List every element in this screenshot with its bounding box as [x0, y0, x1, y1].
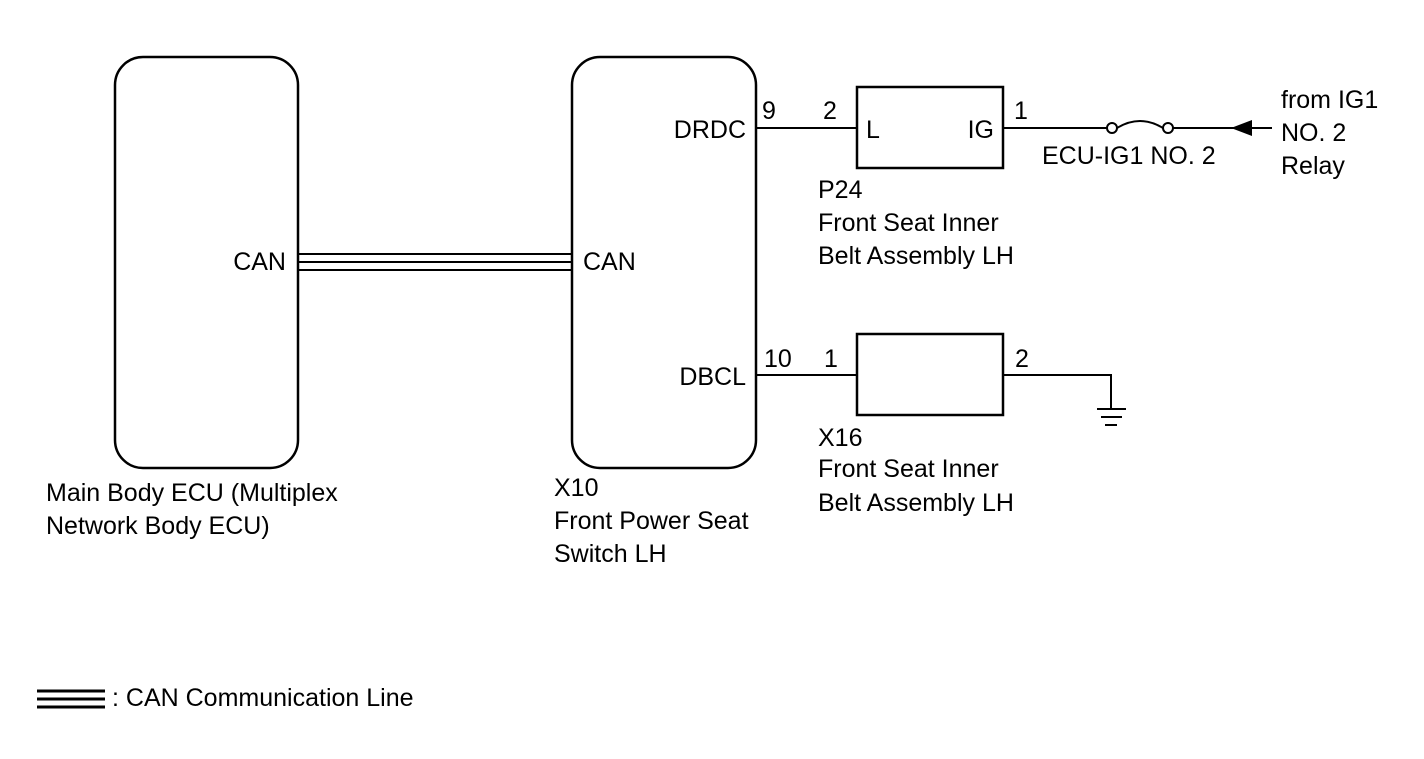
- p24-name-line1: Front Seat Inner: [818, 209, 999, 237]
- legend-label: : CAN Communication Line: [112, 684, 414, 712]
- power-source-line3: Relay: [1281, 152, 1345, 180]
- seat-switch-can-pin: CAN: [583, 248, 636, 276]
- seat-switch-code: X10: [554, 474, 598, 502]
- pin-number-2-p24: 2: [823, 97, 837, 125]
- seat-switch-dbcl-pin: DBCL: [679, 363, 746, 391]
- main-body-ecu-can-pin: CAN: [233, 248, 286, 276]
- pin-number-1-p24: 1: [1014, 97, 1028, 125]
- x16-code: X16: [818, 424, 862, 452]
- pin-number-10: 10: [764, 345, 792, 373]
- p24-ig-pin: IG: [968, 116, 994, 144]
- power-source-line2: NO. 2: [1281, 119, 1346, 147]
- seat-switch-drdc-pin: DRDC: [674, 116, 746, 144]
- fuse-label: ECU-IG1 NO. 2: [1042, 142, 1216, 170]
- pin-number-1-x16: 1: [824, 345, 838, 373]
- can-bus-line: [298, 253, 572, 271]
- main-body-ecu-name-line1: Main Body ECU (Multiplex: [46, 479, 338, 507]
- x16-name-line2: Belt Assembly LH: [818, 489, 1014, 517]
- p24-name-line2: Belt Assembly LH: [818, 242, 1014, 270]
- seat-switch-name-line2: Switch LH: [554, 540, 667, 568]
- pin-number-2-x16: 2: [1015, 345, 1029, 373]
- main-body-ecu-name-line2: Network Body ECU): [46, 512, 270, 540]
- power-source-line1: from IG1: [1281, 86, 1378, 114]
- seat-switch-box: [570, 55, 758, 470]
- x16-box: [855, 332, 1005, 417]
- legend-can-line-icon: [37, 689, 105, 709]
- x16-name-line1: Front Seat Inner: [818, 455, 999, 483]
- seat-switch-name-line1: Front Power Seat: [554, 507, 749, 535]
- pin-number-9: 9: [762, 97, 776, 125]
- fuse-icon: [1106, 120, 1174, 134]
- p24-code: P24: [818, 176, 863, 204]
- ground-icon: [1097, 408, 1126, 426]
- power-source-arrow-icon: [1231, 120, 1252, 136]
- p24-l-pin: L: [866, 116, 880, 144]
